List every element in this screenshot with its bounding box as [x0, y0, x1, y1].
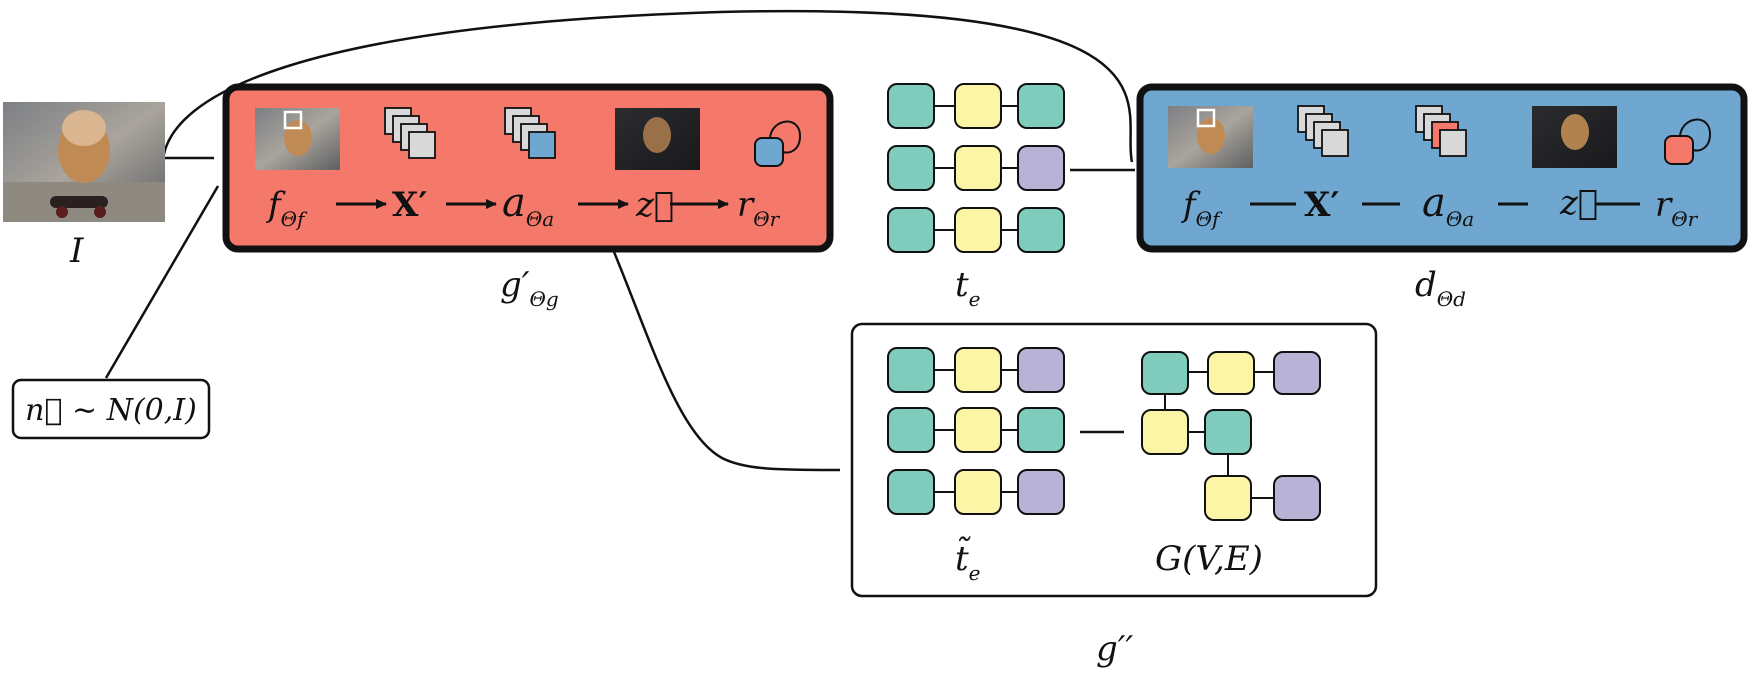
disc-attention-maps-icon: [1415, 105, 1467, 157]
gen-a-label: aΘa: [502, 180, 554, 231]
disc-input-thumbnail: [1168, 106, 1253, 168]
disc-attended-image-thumbnail: [1532, 106, 1617, 168]
recurrent-unit-icon: [754, 120, 802, 167]
generator-label: g′Θg: [500, 265, 559, 311]
graph-label: G(V,E): [1155, 539, 1263, 579]
tree-embedding-noisy-label: t̃e: [955, 536, 981, 585]
noise-box: [11, 378, 211, 440]
disc-x-label: X′: [1304, 185, 1339, 225]
tree-embedding-label: te: [955, 265, 981, 311]
graph-module-label: g′′: [1096, 629, 1133, 669]
feature-maps-icon: [384, 107, 436, 159]
generator-to-graph-curve: [588, 197, 841, 472]
attended-image-thumbnail: [615, 108, 700, 170]
disc-feature-maps-icon: [1297, 105, 1349, 157]
input-image-label: I: [69, 231, 84, 271]
gen-r-label: rΘr: [737, 185, 781, 231]
disc-r-label: rΘr: [1655, 185, 1699, 231]
generator-input-thumbnail: [255, 108, 340, 170]
skip-connection-curve: [161, 9, 1134, 163]
noise-label: n⃗ ∼ N(0,I): [25, 393, 197, 428]
gen-x-label: X′: [392, 185, 427, 225]
disc-a-label: aΘa: [1422, 180, 1474, 231]
disc-recurrent-unit-icon: [1664, 118, 1712, 165]
discriminator-label: dΘd: [1415, 265, 1466, 311]
scene-graph: [1141, 351, 1321, 521]
noise-to-generator-line: [104, 185, 220, 379]
gen-z-label: z⃗: [635, 185, 674, 225]
tree-embedding-noisy: [887, 347, 1065, 515]
tree-embedding: [887, 83, 1065, 253]
disc-z-label: z⃗: [1559, 183, 1598, 223]
attention-maps-icon: [504, 107, 556, 159]
input-image: [3, 102, 165, 222]
